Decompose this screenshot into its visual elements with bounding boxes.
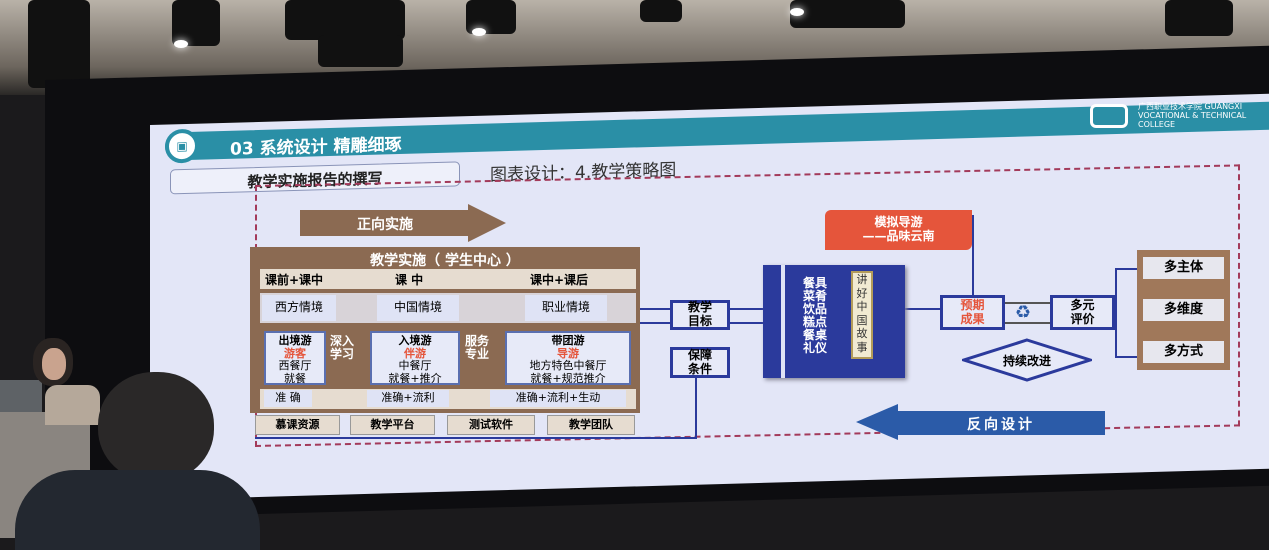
college-name: 广西职业技术学院 GUANGXI VOCATIONAL & TECHNICAL … (1138, 102, 1247, 129)
stage-light (318, 35, 403, 67)
book-items: 餐具 菜肴 饮品 糕点 餐桌 礼仪 (803, 276, 828, 355)
connector (640, 322, 670, 324)
context-box: 西方情境 (262, 295, 336, 321)
stage-label: 课 中 (395, 273, 424, 287)
audience-body (15, 470, 260, 550)
connector (1115, 268, 1137, 358)
flag-banner: 模拟导游 ——品味云南 (825, 210, 972, 250)
college-logo (1090, 104, 1128, 128)
connector (1005, 302, 1050, 304)
stage-light (790, 0, 905, 28)
improvement-diamond (962, 338, 1092, 382)
connector (730, 308, 763, 310)
activity-box: 带团游导游地方特色中餐厅 就餐+规范推介 (505, 331, 631, 385)
evaluation-box: 多元 评价 (1050, 295, 1115, 330)
connector (695, 378, 697, 438)
connector (905, 308, 940, 310)
connector (1005, 322, 1050, 324)
stage-row (260, 269, 636, 289)
activity-box: 出境游游客西餐厅 就餐 (264, 331, 326, 385)
stage-label: 课前+课中 (265, 273, 324, 287)
eval-dimension: 多维度 (1143, 299, 1224, 321)
transition-label: 深入 学习 (330, 334, 355, 361)
context-box: 中国情境 (377, 295, 459, 321)
forward-arrow-head (468, 204, 506, 242)
level-label: 准 确 (264, 390, 312, 407)
stage-light (640, 0, 682, 22)
forward-arrow: 正向实施 (300, 210, 470, 236)
backward-arrow: 反向设计 (897, 411, 1105, 435)
resource-box: 慕课资源 (255, 415, 340, 435)
level-label: 准确+流利+生动 (490, 390, 626, 407)
context-box: 职业情境 (525, 295, 607, 321)
presenter-body (45, 385, 100, 425)
audience-head (98, 372, 214, 482)
eval-dimension: 多主体 (1143, 257, 1224, 279)
resource-box: 教学平台 (350, 415, 435, 435)
cycle-icon: ♻ (1015, 302, 1032, 323)
connector (730, 322, 763, 324)
book-label: 讲 好 中 国 故 事 (851, 271, 873, 359)
connector (972, 215, 974, 295)
section-title: 03 系统设计 精雕细琢 (230, 134, 402, 160)
connector (255, 437, 697, 439)
stage-light (172, 0, 220, 48)
stage-light (28, 0, 90, 88)
transition-label: 服务 专业 (465, 334, 490, 361)
implementation-title: 教学实施（ 学生中心 ） (370, 253, 520, 269)
presenter-face (42, 348, 66, 380)
improvement-label: 持续改进 (1002, 354, 1051, 368)
stage-light (285, 0, 405, 40)
activity-box: 入境游伴游中餐厅 就餐+推介 (370, 331, 460, 385)
backward-arrow-head (856, 404, 898, 440)
level-label: 准确+流利 (367, 390, 449, 407)
stage-label: 课中+课后 (530, 273, 589, 287)
stage-light (1165, 0, 1233, 36)
resource-box: 测试软件 (447, 415, 535, 435)
expected-outcome-box: 预期 成果 (940, 295, 1005, 330)
support-conditions-box: 保障 条件 (670, 347, 730, 378)
teaching-goal-box: 教学 目标 (670, 300, 730, 330)
resource-box: 教学团队 (547, 415, 635, 435)
eval-dimension: 多方式 (1143, 341, 1224, 363)
book-graphic: 餐具 菜肴 饮品 糕点 餐桌 礼仪 讲 好 中 国 故 事 (763, 265, 905, 378)
stage-light (466, 0, 516, 36)
connector (640, 308, 670, 310)
laptop (0, 380, 42, 412)
